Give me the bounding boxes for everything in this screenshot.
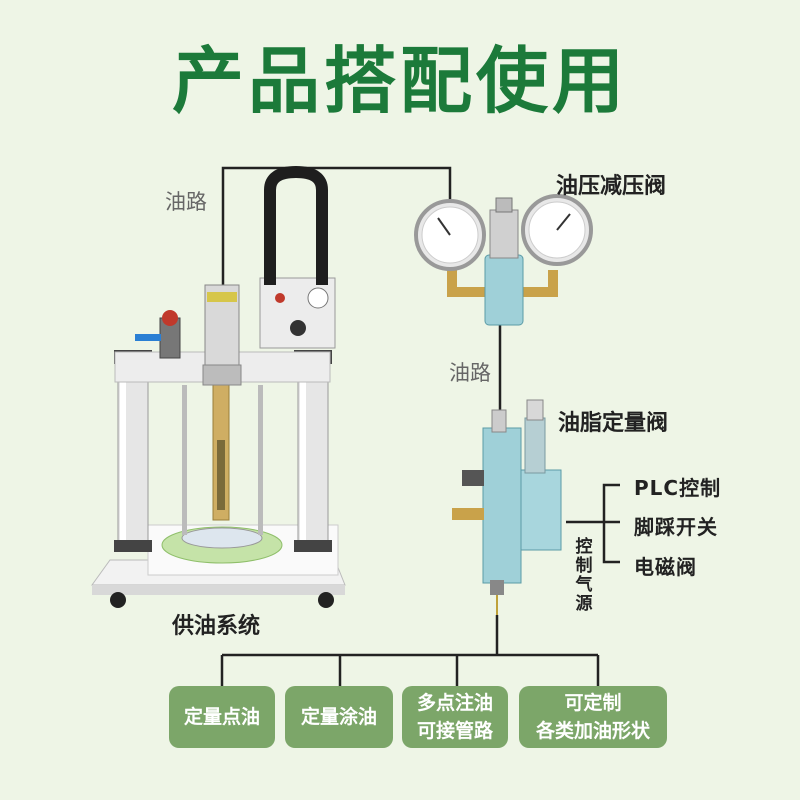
- application-line1: 定量涂油: [300, 706, 377, 728]
- control-option-solenoid-valve: 电磁阀: [634, 555, 697, 579]
- application-line1: 可定制: [564, 692, 622, 714]
- application-pill-custom: 可定制 各类加油形状: [519, 686, 667, 748]
- supply-system-illustration: [91, 165, 346, 608]
- control-air-label: 控制气源: [575, 537, 593, 614]
- supply-system-label: 供油系统: [172, 614, 261, 639]
- metering-valve-illustration: [452, 399, 562, 615]
- page-title: 产品搭配使用: [171, 39, 628, 123]
- application-line2: 可接管路: [416, 720, 493, 742]
- oil-line-label-top: 油路: [165, 190, 207, 214]
- oil-line-label-mid: 油路: [449, 361, 491, 385]
- pressure-valve-label: 油压减压阀: [556, 174, 667, 199]
- control-option-plc: PLC控制: [634, 476, 722, 500]
- control-option-foot-switch: 脚踩开关: [634, 515, 718, 539]
- application-line2: 各类加油形状: [535, 720, 650, 742]
- connection-lines: [220, 166, 620, 690]
- metering-valve-label: 油脂定量阀: [558, 411, 669, 436]
- application-line1: 多点注油: [416, 692, 493, 714]
- application-pill-coating: 定量涂油: [285, 686, 393, 748]
- oil-line-top: [221, 166, 452, 290]
- application-pill-dispensing: 定量点油: [169, 686, 275, 748]
- application-line1: 定量点油: [183, 706, 260, 728]
- pressure-valve-illustration: [414, 194, 593, 326]
- application-pill-multipoint: 多点注油 可接管路: [402, 686, 508, 748]
